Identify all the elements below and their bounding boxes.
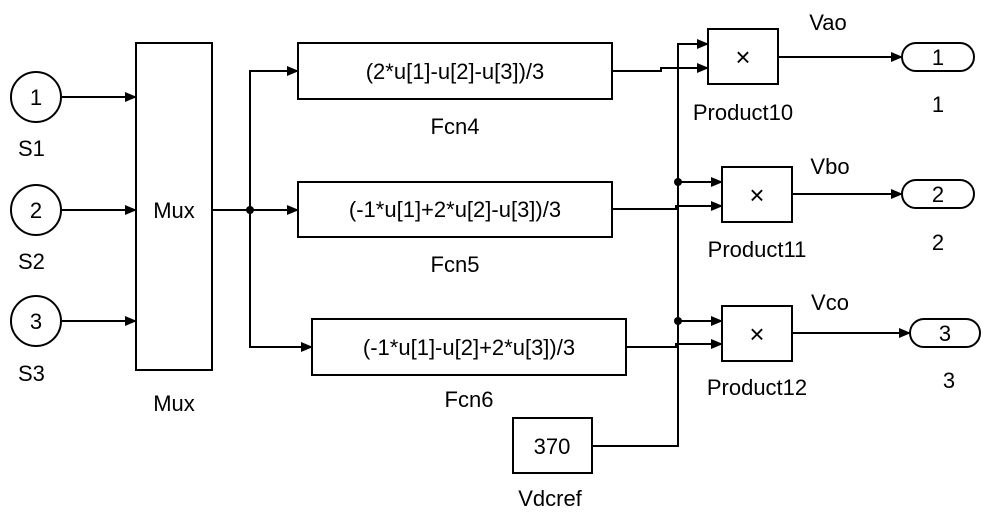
outport-1[interactable]: 1 1 bbox=[901, 42, 975, 117]
outport-2-number: 2 bbox=[932, 182, 944, 207]
inport-s1[interactable]: 1 S1 bbox=[10, 71, 62, 161]
signal-label-vao: Vao bbox=[809, 10, 847, 35]
vdcref-label: Vdcref bbox=[518, 486, 582, 511]
outport-3-shape[interactable] bbox=[909, 318, 981, 348]
inport-s1-label: S1 bbox=[18, 136, 45, 161]
wire-fcn5-product11 bbox=[612, 201, 723, 211]
product11-block[interactable]: × Product11 Vbo bbox=[708, 154, 850, 262]
inport-s3-label: S3 bbox=[18, 361, 45, 386]
inport-s3-number: 3 bbox=[30, 309, 42, 334]
fcn6-label: Fcn6 bbox=[445, 387, 494, 412]
outport-1-label: 1 bbox=[932, 92, 944, 117]
branch-point bbox=[246, 206, 254, 214]
fcn4-shape[interactable] bbox=[297, 42, 613, 100]
inport-s3[interactable]: 3 S3 bbox=[10, 295, 62, 386]
mux-shape[interactable] bbox=[135, 42, 213, 371]
multiply-icon: × bbox=[735, 42, 750, 72]
fcn6-expression: (-1*u[1]-u[2]+2*u[3])/3 bbox=[363, 335, 575, 360]
signal-label-vbo: Vbo bbox=[810, 154, 849, 179]
mux-label: Mux bbox=[153, 391, 195, 416]
fcn4-block[interactable]: (2*u[1]-u[2]-u[3])/3 Fcn4 bbox=[297, 42, 613, 139]
vdcref-shape[interactable] bbox=[512, 417, 593, 474]
multiply-icon: × bbox=[749, 319, 764, 349]
fcn6-block[interactable]: (-1*u[1]-u[2]+2*u[3])/3 Fcn6 bbox=[311, 318, 627, 412]
outport-3-label: 3 bbox=[943, 368, 955, 393]
inport-s2-shape[interactable] bbox=[10, 184, 62, 236]
outport-3-number: 3 bbox=[939, 321, 951, 346]
fcn5-shape[interactable] bbox=[297, 181, 613, 238]
product10-block[interactable]: × Product10 Vao bbox=[693, 10, 847, 125]
wire-fcn6-product12 bbox=[626, 339, 723, 349]
branch-point bbox=[674, 178, 682, 186]
wire-mux-fcn6 bbox=[249, 210, 313, 352]
vdcref-constant-block[interactable]: 370 Vdcref bbox=[512, 417, 593, 511]
wire-fcn4-product10 bbox=[612, 63, 709, 73]
branch-point bbox=[674, 317, 682, 325]
outport-3[interactable]: 3 3 bbox=[909, 318, 981, 393]
inport-s2-label: S2 bbox=[18, 249, 45, 274]
multiply-icon: × bbox=[749, 180, 764, 210]
mux-block[interactable]: Mux Mux bbox=[135, 42, 213, 416]
signal-lines bbox=[62, 39, 911, 447]
vdcref-value: 370 bbox=[534, 434, 571, 459]
inport-s1-shape[interactable] bbox=[10, 71, 62, 123]
wire-vdcref-bus bbox=[592, 43, 708, 447]
product12-shape[interactable] bbox=[721, 305, 793, 362]
outport-2-shape[interactable] bbox=[901, 179, 975, 209]
outport-1-shape[interactable] bbox=[901, 42, 975, 72]
fcn5-block[interactable]: (-1*u[1]+2*u[2]-u[3])/3 Fcn5 bbox=[297, 181, 613, 277]
mux-inner-label: Mux bbox=[153, 198, 195, 223]
inport-s3-shape[interactable] bbox=[10, 295, 62, 347]
fcn4-expression: (2*u[1]-u[2]-u[3])/3 bbox=[366, 59, 545, 84]
inport-s2-number: 2 bbox=[30, 198, 42, 223]
inport-s1-number: 1 bbox=[30, 85, 42, 110]
fcn5-expression: (-1*u[1]+2*u[2]-u[3])/3 bbox=[349, 197, 561, 222]
product10-label: Product10 bbox=[693, 100, 793, 125]
outport-2-label: 2 bbox=[932, 230, 944, 255]
signal-label-vco: Vco bbox=[811, 290, 849, 315]
fcn4-label: Fcn4 bbox=[431, 114, 480, 139]
product11-label: Product11 bbox=[708, 237, 807, 262]
product12-label: Product12 bbox=[707, 375, 807, 400]
inport-s2[interactable]: 2 S2 bbox=[10, 184, 62, 274]
wire-mux-fcn4 bbox=[249, 66, 299, 210]
product10-shape[interactable] bbox=[707, 28, 779, 85]
fcn6-shape[interactable] bbox=[311, 318, 627, 376]
outport-2[interactable]: 2 2 bbox=[901, 179, 975, 255]
outport-1-number: 1 bbox=[932, 45, 944, 70]
fcn5-label: Fcn5 bbox=[431, 252, 480, 277]
product11-shape[interactable] bbox=[721, 166, 793, 223]
product12-block[interactable]: × Product12 Vco bbox=[707, 290, 849, 400]
